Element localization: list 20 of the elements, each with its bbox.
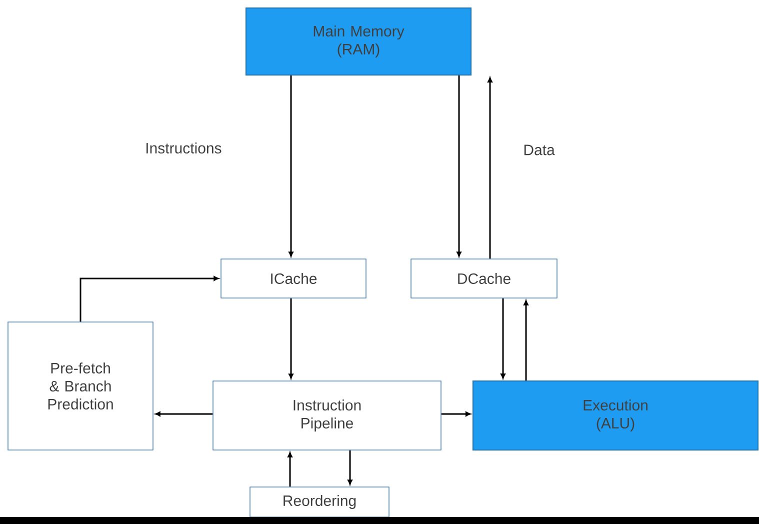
arrow xyxy=(80,276,219,322)
arrow xyxy=(288,452,292,487)
arrow xyxy=(456,76,462,257)
process-box: DCache xyxy=(410,258,558,298)
process-box: Pre-fetch & Branch Prediction xyxy=(8,322,154,450)
arrow xyxy=(500,298,506,379)
arrow xyxy=(441,412,471,416)
process-box: Reordering xyxy=(250,486,390,518)
execution-box: Execution (ALU) xyxy=(472,380,759,450)
arrow xyxy=(288,298,294,379)
arrow xyxy=(155,412,213,416)
arrow xyxy=(348,450,352,485)
process-box: ICache xyxy=(220,258,366,298)
edge-label: Instructions xyxy=(144,141,223,154)
arrow xyxy=(288,76,294,257)
arrow xyxy=(524,300,528,380)
memory-box: Main Memory (RAM) xyxy=(246,8,472,76)
edge-label: Data xyxy=(522,144,556,156)
process-box: Instruction Pipeline xyxy=(212,380,442,450)
arrow xyxy=(488,77,492,259)
